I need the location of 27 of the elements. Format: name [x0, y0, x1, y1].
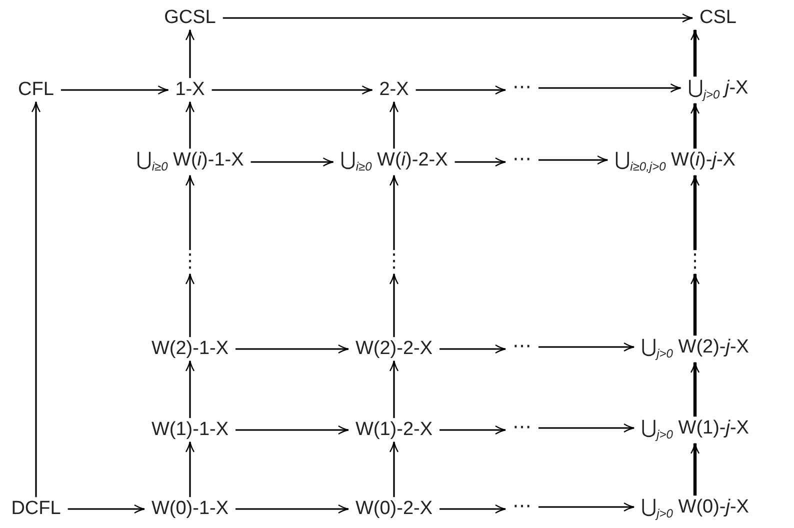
math-label: ⋃$_{j>0}$ W(1)-j-X: [634, 416, 756, 444]
math-label: 2-X: [372, 78, 416, 102]
math-label: DCFL: [4, 497, 68, 521]
math-label: GCSL: [157, 6, 223, 30]
math-label: ⋮: [678, 250, 712, 274]
math-label: ⋃$_{i≥0}$ W(i)-1-X: [129, 148, 251, 176]
math-label: W(2)-1-X: [144, 337, 236, 361]
math-label: ⋃$_{j>0}$ j-X: [680, 76, 756, 104]
math-label: ⋯: [506, 335, 538, 359]
math-label: ⋃$_{j>0}$ W(2)-j-X: [634, 336, 756, 362]
math-label: ⋯: [506, 416, 538, 440]
math-label: CSL: [692, 6, 744, 30]
math-label: ⋮: [378, 250, 410, 274]
math-label: W(2)-2-X: [348, 337, 440, 361]
math-label: ⋯: [506, 76, 538, 100]
math-label: ⋃$_{j>0}$ W(0)-j-X: [634, 496, 756, 522]
math-label: W(1)-2-X: [348, 418, 440, 442]
math-label: ⋮: [174, 250, 206, 274]
math-label: ⋃$_{i≥0,j>0}$ W(i)-j-X: [608, 148, 742, 176]
math-label: W(0)-2-X: [348, 497, 440, 521]
math-label: CFL: [11, 78, 61, 102]
math-label: ⋯: [506, 148, 538, 172]
math-label: W(1)-1-X: [144, 418, 236, 442]
math-label: 1-X: [168, 78, 212, 102]
math-label: ⋯: [506, 495, 538, 519]
math-label: W(0)-1-X: [144, 497, 236, 521]
math-label: ⋃$_{i≥0}$ W(i)-2-X: [333, 148, 455, 176]
